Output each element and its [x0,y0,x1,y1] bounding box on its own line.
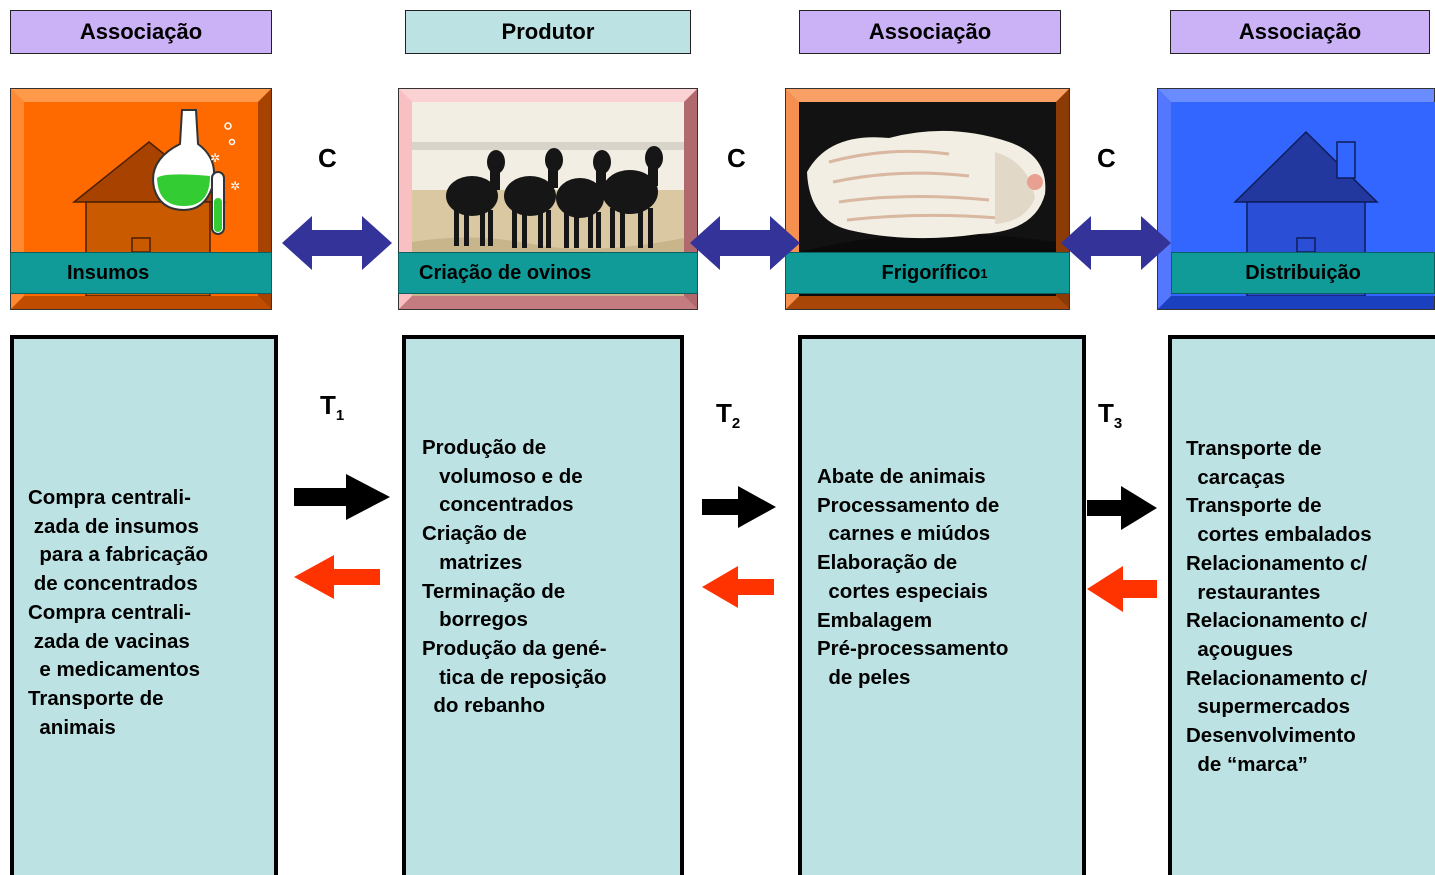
back-arrow-2 [702,566,774,608]
activities-distribuicao: Transporte de carcaças Transporte de cor… [1168,335,1435,875]
transaction-label-3: T3 [1098,398,1123,432]
header-associacao-1: Associação [10,10,272,54]
stage-label: Distribuição [1171,252,1435,294]
stage-label: Criação de ovinos [398,252,698,294]
header-associacao-2: Associação [799,10,1061,54]
activities-text: Abate de animais Processamento de carnes… [817,465,1009,689]
stage-insumos: ✲ ✲ Insumos [10,88,272,310]
stage-label-text: Frigorífico [881,261,981,284]
coordination-label-1: C [318,143,337,173]
double-arrow-1 [282,216,392,270]
transaction-label-2: T2 [716,398,741,432]
activities-frigorifico: Abate de animais Processamento de carnes… [798,335,1086,875]
double-arrow-2 [690,216,800,270]
activities-text: Transporte de carcaças Transporte de cor… [1186,437,1372,776]
transaction-label-1: T1 [320,390,345,424]
svg-text:✲: ✲ [230,179,240,193]
activities-insumos: Compra centrali- zada de insumos para a … [10,335,278,875]
stage-label-text: Distribuição [1245,261,1361,284]
back-arrow-3 [1087,566,1157,612]
stage-criacao: Criação de ovinos [398,88,698,310]
forward-arrow-3 [1087,486,1157,530]
activities-text: Compra centrali- zada de insumos para a … [28,486,209,739]
coordination-label-3: C [1097,143,1116,173]
header-produtor: Produtor [405,10,691,54]
stage-label-text: Insumos [67,261,150,284]
footnote-marker: 1 [980,265,988,281]
svg-text:✲: ✲ [210,151,220,165]
activities-text: Produção de volumoso e de concentrados C… [422,436,607,718]
forward-arrow-2 [702,486,776,528]
stage-label: Insumos [10,252,272,294]
header-associacao-3: Associação [1170,10,1430,54]
activities-criacao: Produção de volumoso e de concentrados C… [402,335,684,875]
coordination-label-2: C [727,143,746,173]
forward-arrow-1 [294,474,390,520]
back-arrow-1 [294,555,380,599]
stage-distribuicao: Distribuição [1157,88,1435,310]
stage-label-text: Criação de ovinos [419,261,592,284]
double-arrow-3 [1061,216,1171,270]
